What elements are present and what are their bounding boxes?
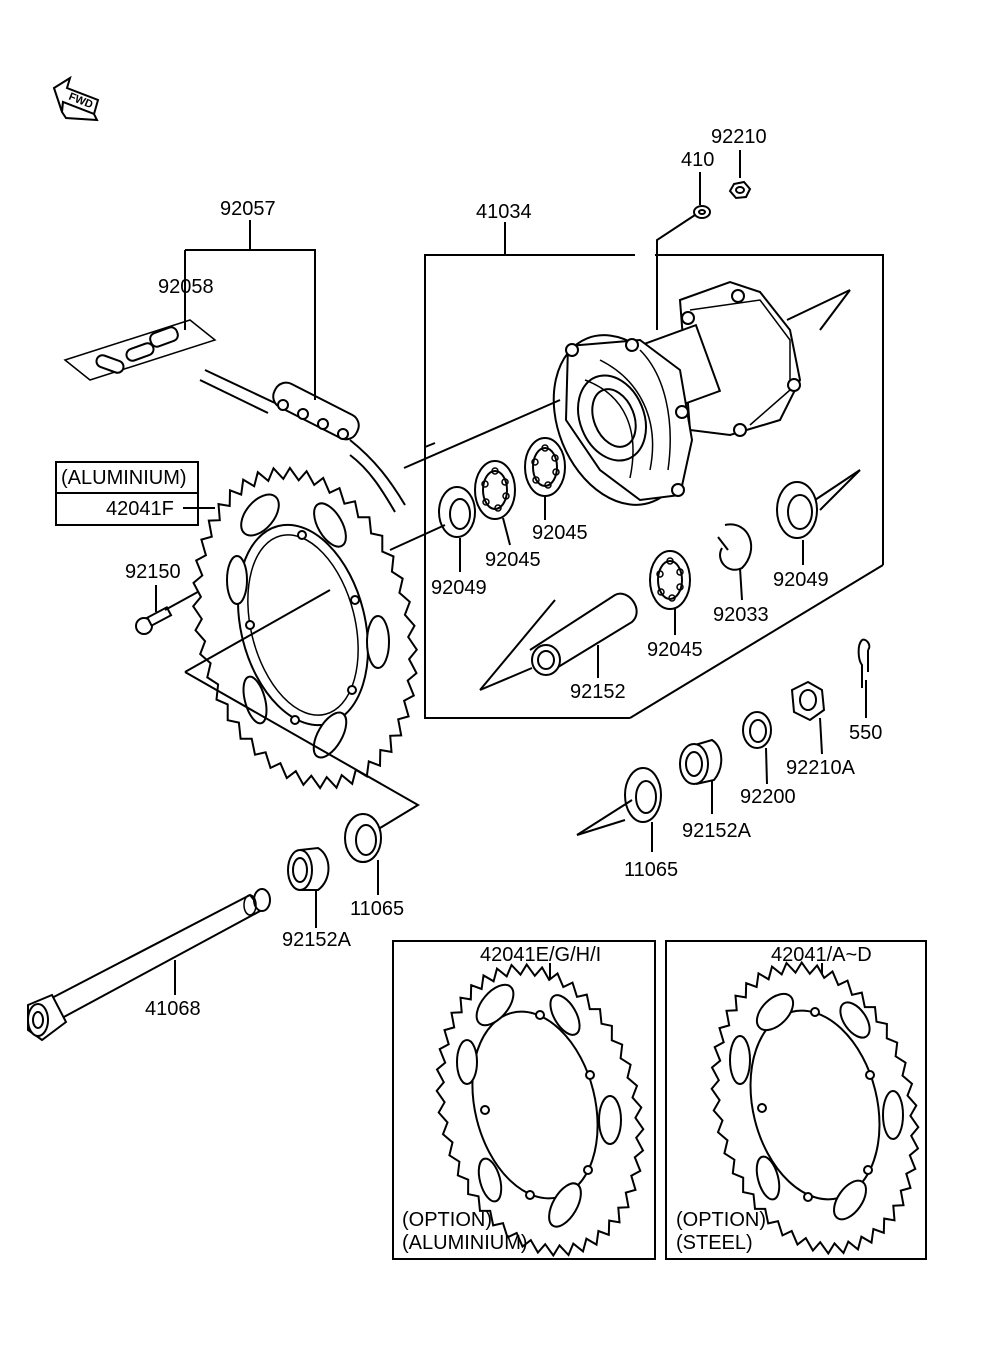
option-box-aluminium [392,940,656,1260]
callout-92045-a: 92045 [532,522,588,544]
callout-410: 410 [681,149,714,171]
callout-42041F: 42041F [106,498,174,520]
collar-92152A-left [287,846,330,891]
chain-joint-link [63,319,217,381]
callout-92150: 92150 [125,561,181,583]
callout-11065-left: 11065 [350,898,404,920]
callout-42041EGHI: 42041E/G/H/I [480,944,601,966]
callout-42041AD: 42041/A~D [771,944,872,966]
option-sprocket-aluminium [435,962,645,1258]
fwd-arrow-icon: FWD [52,75,100,122]
option-left-line1: (OPTION) [402,1209,492,1231]
oil-seal-11065-right [624,767,662,823]
nut-92210 [728,180,752,200]
oil-seal-92049-a [438,486,476,538]
callout-92200: 92200 [740,786,796,808]
washer-410 [693,205,711,219]
drive-chain [199,369,406,513]
callout-92045-b: 92045 [485,549,541,571]
collar-92152A-right [679,738,723,785]
callout-41034: 41034 [476,201,532,223]
callout-92152A-right: 92152A [682,820,752,842]
callout-92033: 92033 [713,604,769,626]
rear-axle-41068 [27,888,271,1042]
callout-92152A-left: 92152A [282,929,352,951]
rear-hub-41034 [552,280,802,506]
callout-92210A: 92210A [786,757,856,779]
cotter-pin-550 [857,638,871,688]
callout-92049-a: 92049 [431,577,487,599]
callout-92210: 92210 [711,126,767,148]
callout-92045-c: 92045 [647,639,703,661]
bearing-92045-c [649,550,691,610]
callout-11065-right: 11065 [624,859,678,881]
bearing-92045-a [524,437,566,497]
option-sprocket-steel [710,960,920,1256]
washer-92200 [742,711,772,749]
bearing-92045-b [474,460,516,520]
callout-92057: 92057 [220,198,276,220]
callout-aluminium: (ALUMINIUM) [61,467,187,489]
option-box-steel [665,940,927,1260]
circlip-92033 [717,523,752,571]
bolt-92150 [135,605,173,635]
spacer-92152 [529,592,638,676]
callout-550: 550 [849,722,882,744]
callout-41068: 41068 [145,998,201,1020]
callout-92049-b: 92049 [773,569,829,591]
callout-92152: 92152 [570,681,626,703]
oil-seal-92049-b [776,481,818,539]
option-left-line2: (ALUMINIUM) [402,1232,528,1254]
option-right-line1: (OPTION) [676,1209,766,1231]
option-right-line2: (STEEL) [676,1232,753,1254]
callout-92058: 92058 [158,276,214,298]
axle-nut-92210A [790,680,826,722]
oil-seal-11065-left [344,813,382,863]
